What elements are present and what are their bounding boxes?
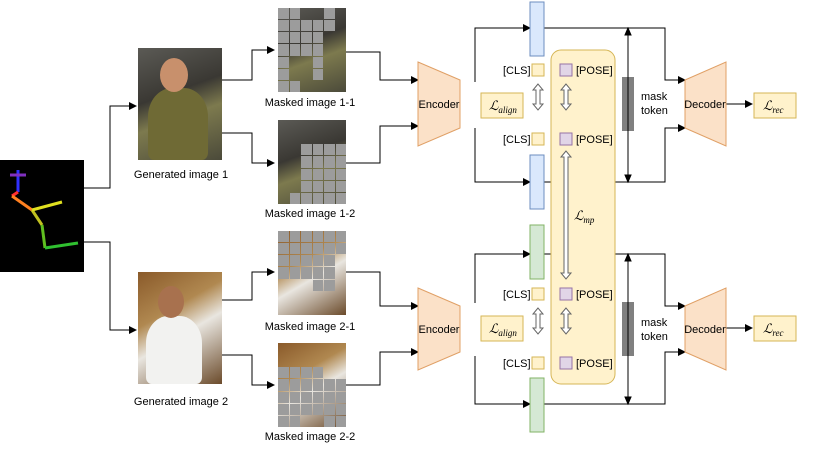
generated-image-1	[138, 48, 222, 160]
align-loss-1: ℒalign	[480, 92, 524, 119]
encoder-1: Encoder	[417, 61, 461, 147]
mp-double-arrow	[559, 150, 573, 280]
mask-token-2-l1: mask	[641, 317, 668, 329]
masked-image-2-2-label: Masked image 2-2	[265, 431, 356, 443]
masked-image-2-1	[278, 231, 346, 315]
encoder-1-label: Encoder	[419, 99, 460, 111]
decoder-2: Decoder	[684, 287, 727, 371]
rec-loss-2: ℒrec	[753, 315, 797, 342]
svg-text:[CLS]: [CLS]	[503, 65, 531, 77]
feature-bar-1a	[529, 1, 545, 57]
pose-skeleton-image	[0, 160, 84, 272]
encoder-2: Encoder	[417, 287, 461, 371]
generated-image-2	[138, 272, 222, 384]
svg-text:[CLS]: [CLS]	[503, 289, 531, 301]
decoder-1-label: Decoder	[684, 99, 726, 111]
span-arrows	[624, 26, 632, 406]
svg-text:ℒmp: ℒmp	[574, 208, 595, 225]
svg-text:[CLS]: [CLS]	[503, 358, 531, 370]
svg-text:[POSE]: [POSE]	[576, 289, 613, 301]
svg-text:[POSE]: [POSE]	[576, 358, 613, 370]
masked-image-2-1-label: Masked image 2-1	[265, 321, 356, 333]
feature-bar-1b	[529, 154, 545, 210]
connector-lines	[84, 24, 753, 408]
masked-image-2-2	[278, 343, 346, 427]
svg-text:[CLS]: [CLS]	[503, 134, 531, 146]
svg-text:ℒalign: ℒalign	[489, 98, 517, 115]
pose-tokens: [POSE] [POSE] [POSE] [POSE]	[559, 63, 613, 370]
cls-tokens: [CLS] [CLS] [CLS] [CLS]	[503, 63, 545, 370]
svg-text:[POSE]: [POSE]	[576, 65, 613, 77]
align-arrows	[531, 83, 573, 335]
decoder-1: Decoder	[684, 61, 727, 147]
masked-image-1-1-label: Masked image 1-1	[265, 97, 356, 109]
svg-text:ℒrec: ℒrec	[763, 321, 784, 338]
mask-token-1-l2: token	[641, 105, 668, 117]
masked-image-1-2-label: Masked image 1-2	[265, 208, 356, 220]
masked-image-1-1	[278, 8, 346, 92]
svg-text:[POSE]: [POSE]	[576, 134, 613, 146]
mask-token-1-l1: mask	[641, 91, 668, 103]
mp-region: ℒmp	[550, 49, 616, 385]
align-loss-2: ℒalign	[480, 315, 524, 342]
rec-loss-1: ℒrec	[753, 92, 797, 119]
feature-bar-2b	[529, 377, 545, 433]
encoder-2-label: Encoder	[419, 324, 460, 336]
decoder-2-label: Decoder	[684, 324, 726, 336]
feature-bar-2a	[529, 224, 545, 280]
generated-image-1-label: Generated image 1	[134, 169, 228, 181]
masked-image-1-2	[278, 120, 346, 204]
mask-token-2-l2: token	[641, 331, 668, 343]
svg-text:ℒrec: ℒrec	[763, 98, 784, 115]
generated-image-2-label: Generated image 2	[134, 396, 228, 408]
svg-text:ℒalign: ℒalign	[489, 321, 517, 338]
